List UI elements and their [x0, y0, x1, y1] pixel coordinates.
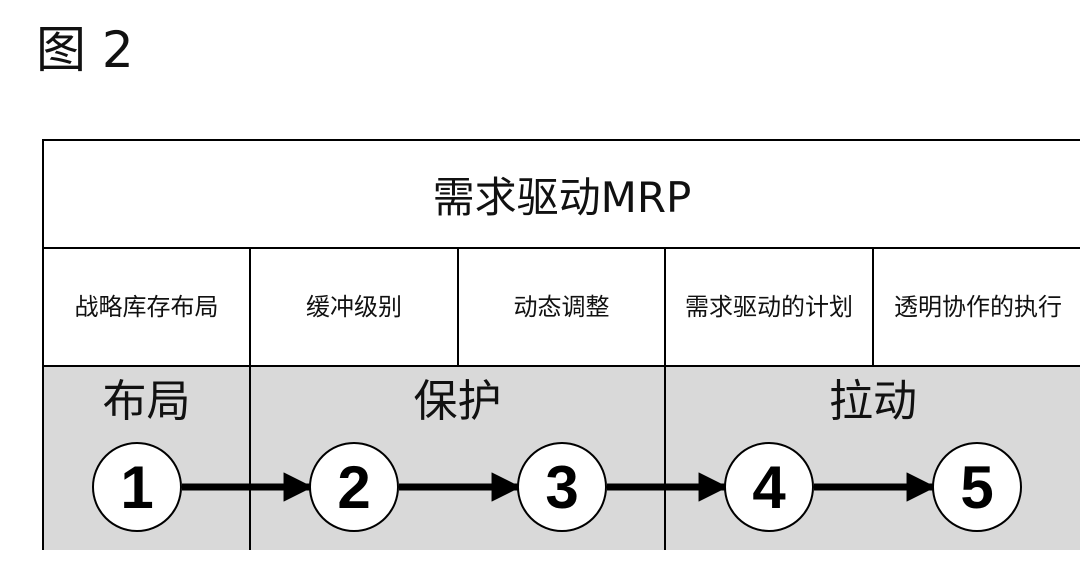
step-3-number: 3 [545, 454, 578, 521]
step-2: 2 [309, 442, 399, 532]
phase-pull: 拉动 [666, 367, 1080, 550]
step-5-number: 5 [960, 454, 993, 521]
step-3: 3 [517, 442, 607, 532]
phase-protect-label: 保护 [413, 376, 502, 427]
component-buffer-profiles-and-levels: 缓冲级别 [251, 249, 459, 365]
phase-position-label: 布局 [102, 376, 191, 427]
component-dynamic-adjustments: 动态调整 [459, 249, 666, 365]
step-4-number: 4 [752, 454, 786, 521]
step-flow: 1 2 3 4 5 [92, 442, 1022, 532]
step-1-number: 1 [120, 454, 153, 521]
phase-protect: 保护 [251, 367, 666, 550]
ddmrp-diagram: 需求驱动MRP 战略库存布局 缓冲级别 动态调整 需求驱动的计划 透明协作的执行… [42, 139, 1080, 550]
step-4: 4 [724, 442, 814, 532]
component-demand-driven-planning: 需求驱动的计划 [666, 249, 874, 365]
component-row: 战略库存布局 缓冲级别 动态调整 需求驱动的计划 透明协作的执行 [44, 249, 1080, 367]
component-strategic-inventory-positioning: 战略库存布局 [44, 249, 251, 365]
figure-label: 图 2 [36, 21, 134, 79]
diagram-title: 需求驱动MRP [44, 141, 1080, 249]
phase-row: 布局 保护 拉动 1 2 [44, 367, 1080, 550]
step-1: 1 [92, 442, 182, 532]
step-5: 5 [932, 442, 1022, 532]
phase-position: 布局 [44, 367, 251, 550]
step-2-number: 2 [337, 454, 370, 521]
phase-pull-label: 拉动 [829, 376, 917, 427]
component-visible-collaborative-execution: 透明协作的执行 [894, 292, 1062, 321]
